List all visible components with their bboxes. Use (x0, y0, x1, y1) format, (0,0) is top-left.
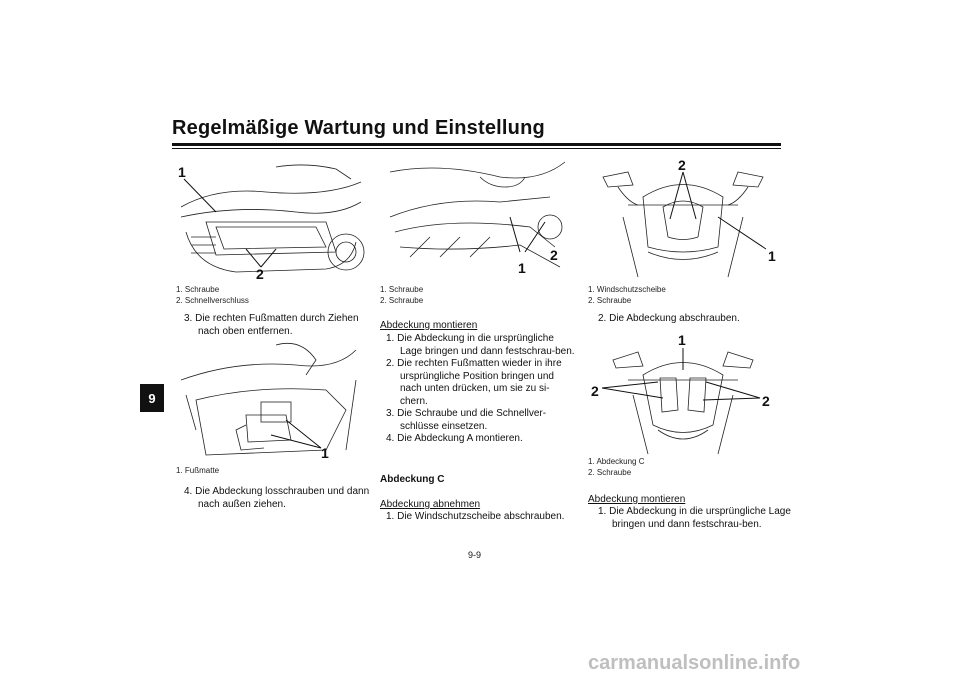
fig1-label-2: 2 (256, 266, 264, 280)
caption-line: 1. Abdeckung C (588, 457, 645, 466)
title-rule-thin (172, 148, 781, 149)
install-step-3: 3. Die Schraube und die Schnellver-schlü… (386, 408, 547, 432)
fig1-label-1: 1 (178, 164, 186, 180)
install-step-4: 4. Die Abdeckung A montieren. (386, 433, 523, 444)
figure-screw-quick-fastener: 1 2 (176, 157, 366, 280)
step-4: 4. Die Abdeckung losschrauben und dann n… (184, 486, 370, 510)
caption-line: 1. Schraube (380, 285, 424, 294)
fig4-label-1: 1 (768, 248, 776, 264)
fig4-caption: 1. Windschutzscheibe 2. Schraube (588, 284, 666, 306)
fig2-caption: 1. Fußmatte (176, 465, 219, 476)
fig5-label-1: 1 (678, 332, 686, 348)
caption-line: 1. Fußmatte (176, 466, 220, 475)
figure-side-screws: 2 1 (380, 157, 574, 280)
remove-heading: Abdeckung abnehmen (380, 499, 481, 510)
caption-line: 1. Windschutzscheibe (588, 285, 666, 294)
install-step-2: 2. Die rechten Fußmatten wieder in ihre … (386, 358, 562, 407)
fig5-label-2b: 2 (762, 393, 770, 409)
fig5-label-2a: 2 (591, 383, 599, 399)
cover-c-heading: Abdeckung C (380, 474, 445, 485)
fig1-caption: 1. Schraube 2. Schnellverschluss (176, 284, 249, 306)
figure-floor-mat: 1 (176, 340, 366, 460)
page-number: 9-9 (468, 550, 482, 560)
fig3-label-2: 2 (550, 247, 558, 263)
install-step-1: 1. Die Abdeckung in die ursprüngliche La… (386, 333, 575, 357)
install-step-1-c: 1. Die Abdeckung in die ursprüngliche La… (598, 506, 791, 530)
remove-step-1: 1. Die Windschutzscheibe abschrauben. (386, 511, 565, 522)
figure-windshield: 2 1 (588, 157, 778, 280)
caption-line: 2. Schnellverschluss (176, 296, 249, 305)
fig2-label-1: 1 (321, 445, 329, 460)
footer-watermark: carmanualsonline.info (588, 652, 801, 674)
fig5-caption: 1. Abdeckung C 2. Schraube (588, 456, 644, 478)
fig4-label-2: 2 (678, 157, 686, 173)
step-2: 2. Die Abdeckung abschrauben. (598, 313, 740, 324)
step-3: 3. Die rechten Fußmatten durch Ziehen na… (184, 313, 359, 337)
caption-line: 2. Schraube (588, 468, 632, 477)
caption-line: 2. Schraube (380, 296, 424, 305)
title-rule (172, 143, 781, 146)
install-heading: Abdeckung montieren (380, 320, 478, 331)
caption-line: 2. Schraube (588, 296, 632, 305)
chapter-tab: 9 (140, 384, 164, 412)
fig3-caption: 1. Schraube 2. Schraube (380, 284, 423, 306)
page-title: Regelmäßige Wartung und Einstellung (172, 117, 545, 139)
install-steps: 1. Die Abdeckung in die ursprüngliche La… (386, 333, 576, 446)
fig3-label-1: 1 (518, 260, 526, 276)
install-heading-c: Abdeckung montieren (588, 494, 686, 505)
figure-cover-c: 1 2 2 (588, 330, 778, 454)
caption-line: 1. Schraube (176, 285, 220, 294)
